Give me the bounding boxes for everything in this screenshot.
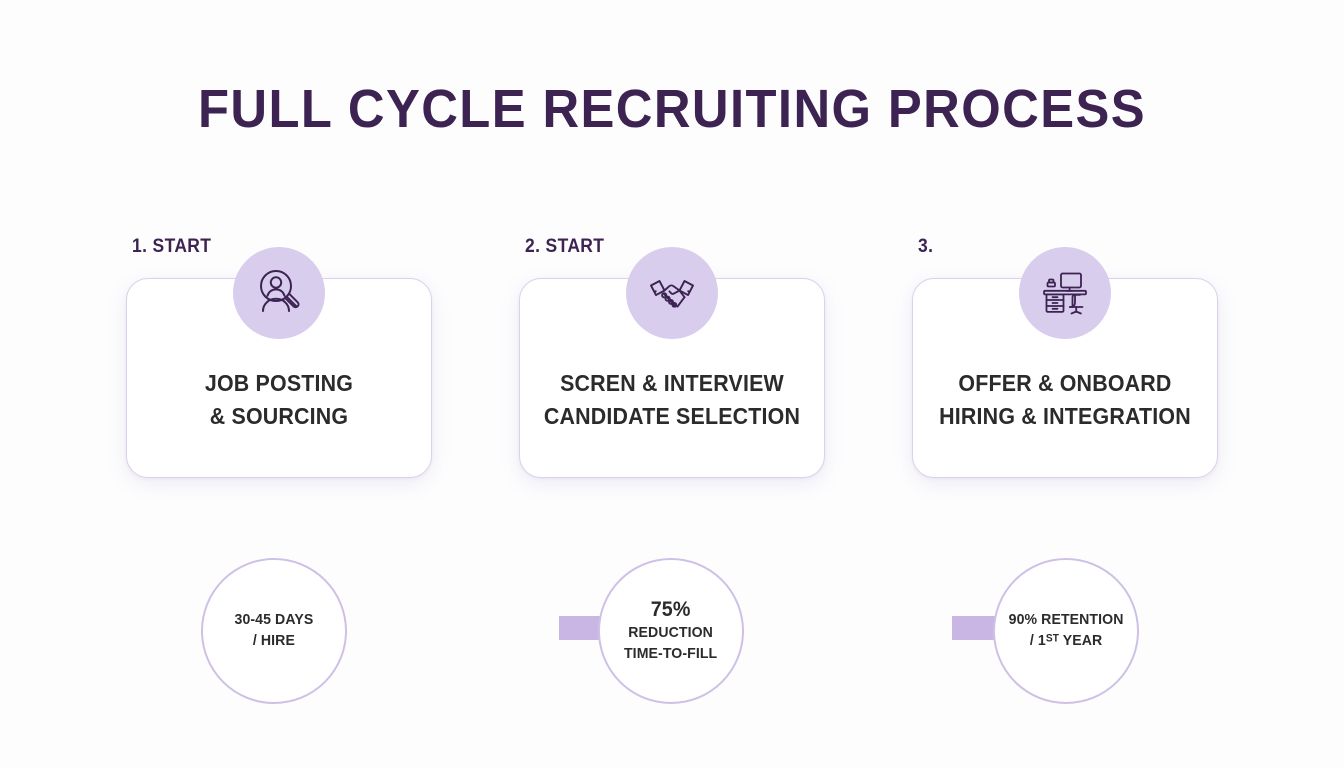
desk-workstation-icon (1019, 247, 1111, 339)
metric-2-text: 75% REDUCTION TIME-TO-FILL (624, 597, 717, 665)
step-3-text-line-2: HIRING & INTEGRATION (939, 402, 1191, 429)
metric-circle-time-to-hire: 30-45 DAYS / HIRE (201, 558, 347, 704)
step-3-text: OFFER & ONBOARD HIRING & INTEGRATION (924, 367, 1207, 432)
metric-1-line-2: / HIRE (252, 632, 296, 649)
step-1-text-line-2: & SOURCING (209, 402, 349, 429)
step-1-label: 1. START (132, 236, 212, 257)
process-step-2: 2. START (519, 236, 825, 486)
step-2-card[interactable]: SCREN & INTERVIEW CANDIDATE SELECTION (519, 247, 825, 478)
step-2-text-line-1: SCREN & INTERVIEW (560, 370, 784, 396)
person-search-icon (233, 247, 325, 339)
metric-circle-retention: 90% RETENTION / 1ST YEAR (993, 558, 1139, 704)
metric-2-headline: 75% (651, 598, 691, 622)
process-step-3: 3. (912, 236, 1218, 486)
metric-circle-time-to-fill-reduction: 75% REDUCTION TIME-TO-FILL (598, 558, 744, 704)
page-title: FULL CYCLE RECRUITING PROCESS (197, 79, 1147, 139)
step-1-text: JOB POSTING & SOURCING (138, 367, 421, 432)
metric-2-line-2: TIME-TO-FILL (624, 645, 718, 663)
step-2-label: 2. START (525, 236, 605, 257)
process-step-1: 1. START JOB POSTING & SOURCING (126, 236, 432, 486)
step-3-card[interactable]: OFFER & ONBOARD HIRING & INTEGRATION (912, 247, 1218, 478)
step-2-text-line-2: CANDIDATE SELECTION (543, 402, 801, 429)
step-3-text-line-1: OFFER & ONBOARD (958, 370, 1172, 396)
metric-3-text: 90% RETENTION / 1ST YEAR (1009, 610, 1124, 651)
step-1-text-line-1: JOB POSTING (204, 370, 354, 396)
step-3-label: 3. (918, 236, 934, 257)
metric-1-line-1: 30-45 DAYS (234, 611, 314, 629)
metric-3-line-1: 90% RETENTION (1008, 611, 1124, 629)
metric-3-line-2: / 1ST YEAR (1029, 632, 1103, 649)
metric-1-text: 30-45 DAYS / HIRE (235, 610, 314, 651)
step-1-card[interactable]: JOB POSTING & SOURCING (126, 247, 432, 478)
metrics-row: 30-45 DAYS / HIRE 75% REDUCTION TIME-TO-… (0, 558, 1344, 708)
metric-2-line-1: REDUCTION (628, 624, 714, 642)
handshake-icon (626, 247, 718, 339)
step-2-text: SCREN & INTERVIEW CANDIDATE SELECTION (531, 367, 814, 432)
process-steps-row: 1. START JOB POSTING & SOURCING (126, 236, 1218, 656)
